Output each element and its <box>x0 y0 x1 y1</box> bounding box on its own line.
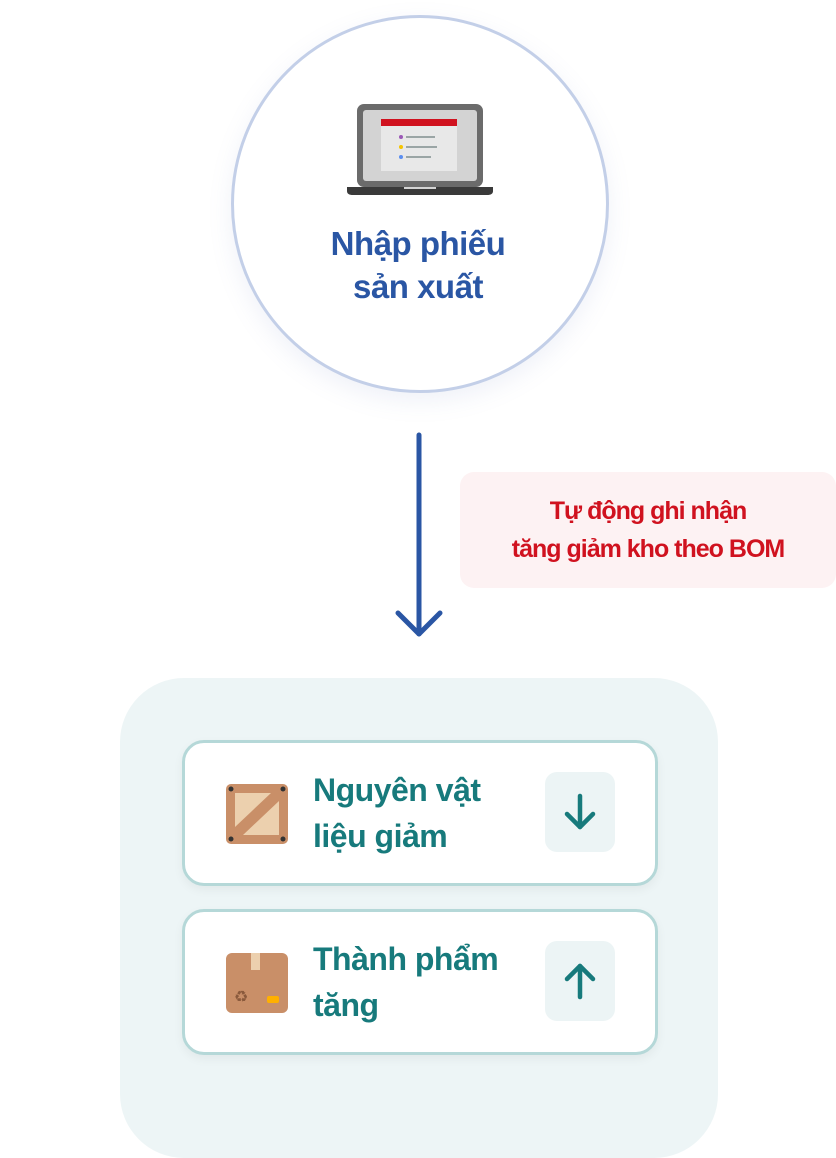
note-line-2: tăng giảm kho theo BOM <box>511 535 785 563</box>
laptop-icon <box>347 104 493 195</box>
auto-bom-note: Tự động ghi nhận tăng giảm kho theo BOM <box>460 472 836 588</box>
card-label: Thành phẩm tăng <box>313 936 499 1028</box>
card-materials-decrease: Nguyên vật liệu giảm <box>182 740 658 886</box>
label-line-1: Nguyên vật <box>313 772 481 808</box>
increase-indicator <box>545 941 615 1021</box>
production-entry-node <box>231 15 609 393</box>
label-line-1: Thành phẩm <box>313 941 499 977</box>
label-line-2: tăng <box>313 987 379 1023</box>
arrow-up-icon <box>564 963 596 1000</box>
svg-text:♻: ♻ <box>234 987 248 1006</box>
decrease-indicator <box>545 772 615 852</box>
card-finished-goods-increase: ♻ Thành phẩm tăng <box>182 909 658 1055</box>
note-line-1: Tự động ghi nhận <box>549 497 748 525</box>
box-icon: ♻ <box>226 953 288 1013</box>
production-entry-title: Nhập phiếu sản xuất <box>0 222 836 308</box>
label-line-2: liệu giảm <box>313 818 448 854</box>
title-line-2: sản xuất <box>353 268 483 305</box>
title-line-1: Nhập phiếu <box>330 225 506 262</box>
down-arrow-icon <box>395 432 443 637</box>
card-label: Nguyên vật liệu giảm <box>313 767 481 859</box>
arrow-down-icon <box>564 793 596 830</box>
crate-icon <box>226 784 288 844</box>
